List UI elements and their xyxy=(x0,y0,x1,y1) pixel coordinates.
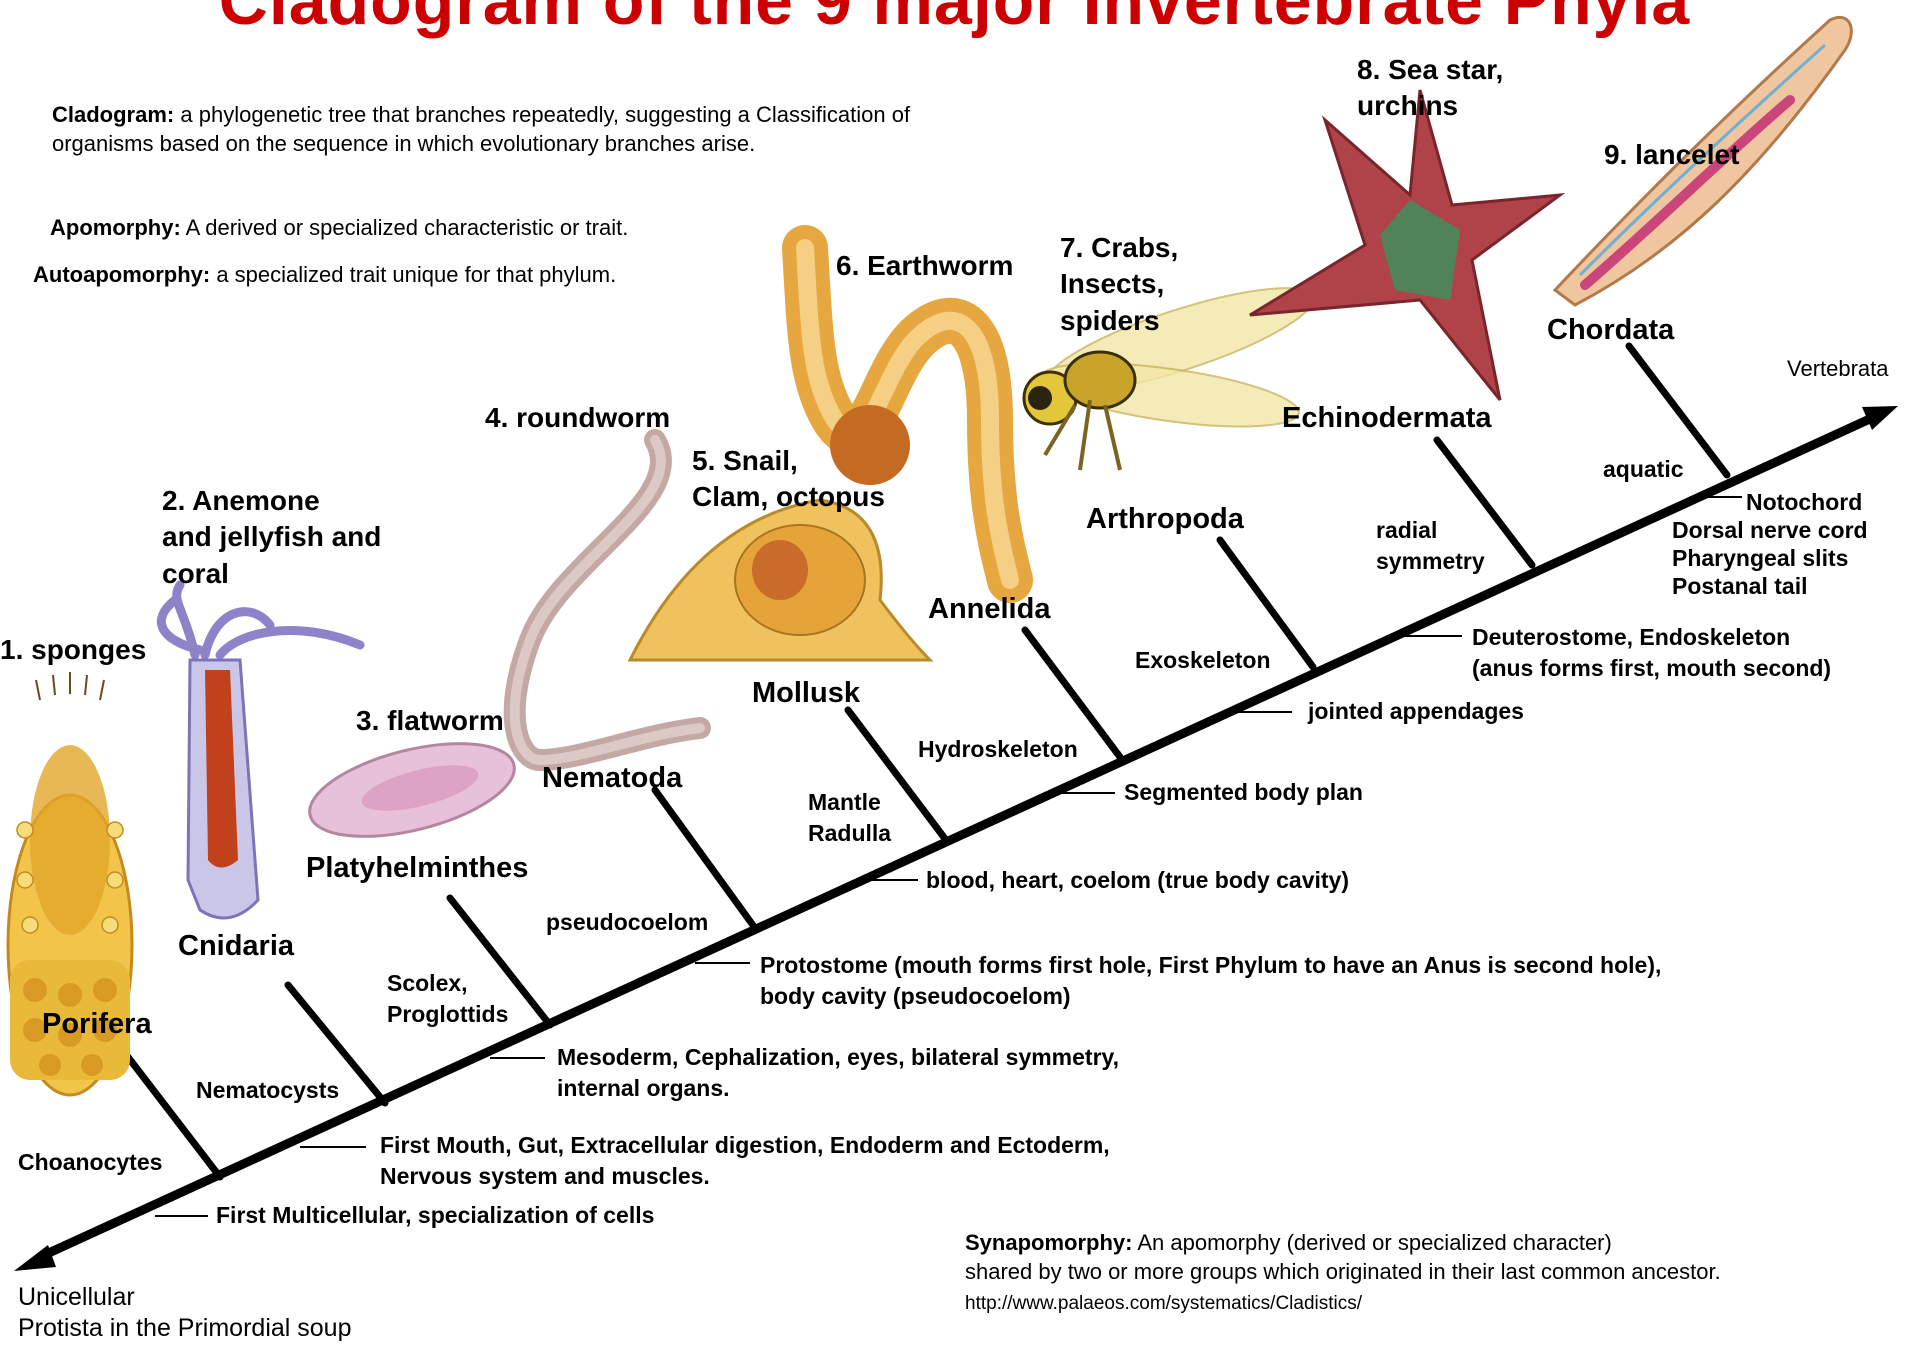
organism-label-seastar-1: 8. Sea star, xyxy=(1357,54,1503,85)
phylum-echinodermata: Echinodermata xyxy=(1282,402,1492,435)
synapomorphy-deuterostome-2: (anus forms first, mouth second) xyxy=(1472,655,1831,681)
synapomorphy-protostome-2: body cavity (pseudocoelom) xyxy=(760,983,1071,1009)
phylum-arthropoda: Arthropoda xyxy=(1086,503,1244,536)
synapomorphy-first-mouth: First Mouth, Gut, Extracellular digestio… xyxy=(380,1130,1110,1192)
organism-label-anemone-2: and jellyfish and xyxy=(162,521,381,552)
organism-label-snail: 5. Snail, Clam, octopus xyxy=(692,443,885,516)
trait-nematocysts: Nematocysts xyxy=(196,1075,339,1106)
synapomorphy-segmented: Segmented body plan xyxy=(1124,777,1363,808)
organism-label-arthropods-3: spiders xyxy=(1060,305,1160,336)
phylum-platyhelminthes: Platyhelminthes xyxy=(306,852,528,885)
axis-start-label-1: Unicellular xyxy=(18,1283,135,1311)
trait-scolex: Scolex, Proglottids xyxy=(387,968,508,1030)
organism-label-snail-2: Clam, octopus xyxy=(692,481,885,512)
synapomorphy-term: Synapomorphy: xyxy=(965,1230,1132,1255)
organism-label-sponges: 1. sponges xyxy=(0,632,146,668)
trait-hydroskeleton: Hydroskeleton xyxy=(918,734,1078,765)
synapomorphy-mesoderm-1: Mesoderm, Cephalization, eyes, bilateral… xyxy=(557,1044,1119,1070)
organism-label-anemone-1: 2. Anemone xyxy=(162,485,320,516)
organism-label-roundworm: 4. roundworm xyxy=(485,400,670,436)
trait-mantle-1: Mantle xyxy=(808,789,881,815)
synapomorphy-protostome-1: Protostome (mouth forms first hole, Firs… xyxy=(760,952,1661,978)
phylum-nematoda: Nematoda xyxy=(542,762,682,795)
seastar-illustration xyxy=(1250,90,1560,400)
trait-notochord: Notochord xyxy=(1672,488,1868,516)
trait-pseudocoelom: pseudocoelom xyxy=(546,907,708,938)
synapomorphy-first-mouth-2: Nervous system and muscles. xyxy=(380,1163,710,1189)
synapomorphy-deuterostome-1: Deuterostome, Endoskeleton xyxy=(1472,624,1790,650)
axis-end-label: Vertebrata xyxy=(1787,356,1889,382)
synapomorphy-text-2: shared by two or more groups which origi… xyxy=(965,1259,1721,1284)
axis-start-label-2: Protista in the Primordial soup xyxy=(18,1314,351,1342)
autoapomorphy-text: a specialized trait unique for that phyl… xyxy=(216,262,616,287)
apomorphy-text: A derived or specialized characteristic … xyxy=(186,215,629,240)
trait-postanal-tail: Postanal tail xyxy=(1672,572,1868,600)
trait-pharyngeal-slits: Pharyngeal slits xyxy=(1672,544,1868,572)
chordate-trait-list: Notochord Dorsal nerve cord Pharyngeal s… xyxy=(1672,488,1868,600)
cladogram-term: Cladogram: xyxy=(52,102,174,127)
axis-start-label: Unicellular Protista in the Primordial s… xyxy=(18,1282,351,1345)
trait-mantle: Mantle Radulla xyxy=(808,787,891,849)
organism-label-seastar-2: urchins xyxy=(1357,90,1458,121)
synapomorphy-text-1: An apomorphy (derived or specialized cha… xyxy=(1137,1230,1611,1255)
organism-label-arthropods-2: Insects, xyxy=(1060,268,1164,299)
trait-radial-symmetry: radial symmetry xyxy=(1376,515,1485,577)
trait-radial-symmetry-1: radial xyxy=(1376,517,1437,543)
synapomorphy-deuterostome: Deuterostome, Endoskeleton (anus forms f… xyxy=(1472,622,1831,684)
organism-label-anemone-3: coral xyxy=(162,558,229,589)
organism-label-arthropods: 7. Crabs, Insects, spiders xyxy=(1060,230,1178,339)
phylum-cnidaria: Cnidaria xyxy=(178,930,294,963)
synapomorphy-first-mouth-1: First Mouth, Gut, Extracellular digestio… xyxy=(380,1132,1110,1158)
autoapomorphy-term: Autoapomorphy: xyxy=(33,262,210,287)
trait-aquatic: aquatic xyxy=(1603,454,1684,485)
synapomorphy-protostome: Protostome (mouth forms first hole, Firs… xyxy=(760,950,1661,1012)
trait-scolex-2: Proglottids xyxy=(387,1001,508,1027)
organism-label-arthropods-1: 7. Crabs, xyxy=(1060,232,1178,263)
trait-mantle-2: Radulla xyxy=(808,820,891,846)
organism-label-lancelet: 9. lancelet xyxy=(1604,137,1739,173)
trait-radial-symmetry-2: symmetry xyxy=(1376,548,1485,574)
synapomorphy-url: http://www.palaeos.com/systematics/Cladi… xyxy=(965,1293,1362,1314)
synapomorphy-jointed: jointed appendages xyxy=(1308,696,1524,727)
autoapomorphy-definition: Autoapomorphy: a specialized trait uniqu… xyxy=(33,260,616,289)
organism-label-flatworm: 3. flatworm xyxy=(356,703,504,739)
organism-label-earthworm: 6. Earthworm xyxy=(836,248,1013,284)
organism-label-anemone: 2. Anemone and jellyfish and coral xyxy=(162,483,381,592)
synapomorphy-multicellular: First Multicellular, specialization of c… xyxy=(216,1200,654,1231)
cladogram-definition: Cladogram: a phylogenetic tree that bran… xyxy=(52,100,932,159)
mollusk-illustration xyxy=(630,500,930,660)
organism-label-snail-1: 5. Snail, xyxy=(692,445,798,476)
organism-label-seastar: 8. Sea star, urchins xyxy=(1357,52,1503,125)
synapomorphy-mesoderm-2: internal organs. xyxy=(557,1075,730,1101)
phylum-annelida: Annelida xyxy=(928,593,1050,626)
axis-arrowhead-end xyxy=(1862,406,1898,430)
phylum-mollusk: Mollusk xyxy=(752,677,860,710)
synapomorphy-mesoderm: Mesoderm, Cephalization, eyes, bilateral… xyxy=(557,1042,1119,1104)
flatworm-illustration xyxy=(300,726,523,854)
cladogram-text: a phylogenetic tree that branches repeat… xyxy=(52,102,910,156)
synapomorphy-coelom: blood, heart, coelom (true body cavity) xyxy=(926,865,1349,896)
diagram-title: Cladogram of the 9 major Invertebrate Ph… xyxy=(0,0,1909,40)
synapomorphy-definition: Synapomorphy: An apomorphy (derived or s… xyxy=(965,1228,1721,1316)
apomorphy-definition: Apomorphy: A derived or specialized char… xyxy=(50,213,628,242)
trait-dorsal-nerve-cord: Dorsal nerve cord xyxy=(1672,516,1868,544)
apomorphy-term: Apomorphy: xyxy=(50,215,181,240)
trait-exoskeleton: Exoskeleton xyxy=(1135,645,1271,676)
phylum-chordata: Chordata xyxy=(1547,314,1674,347)
trait-scolex-1: Scolex, xyxy=(387,970,468,996)
phylum-porifera: Porifera xyxy=(42,1008,152,1041)
trait-choanocytes: Choanocytes xyxy=(18,1147,162,1178)
